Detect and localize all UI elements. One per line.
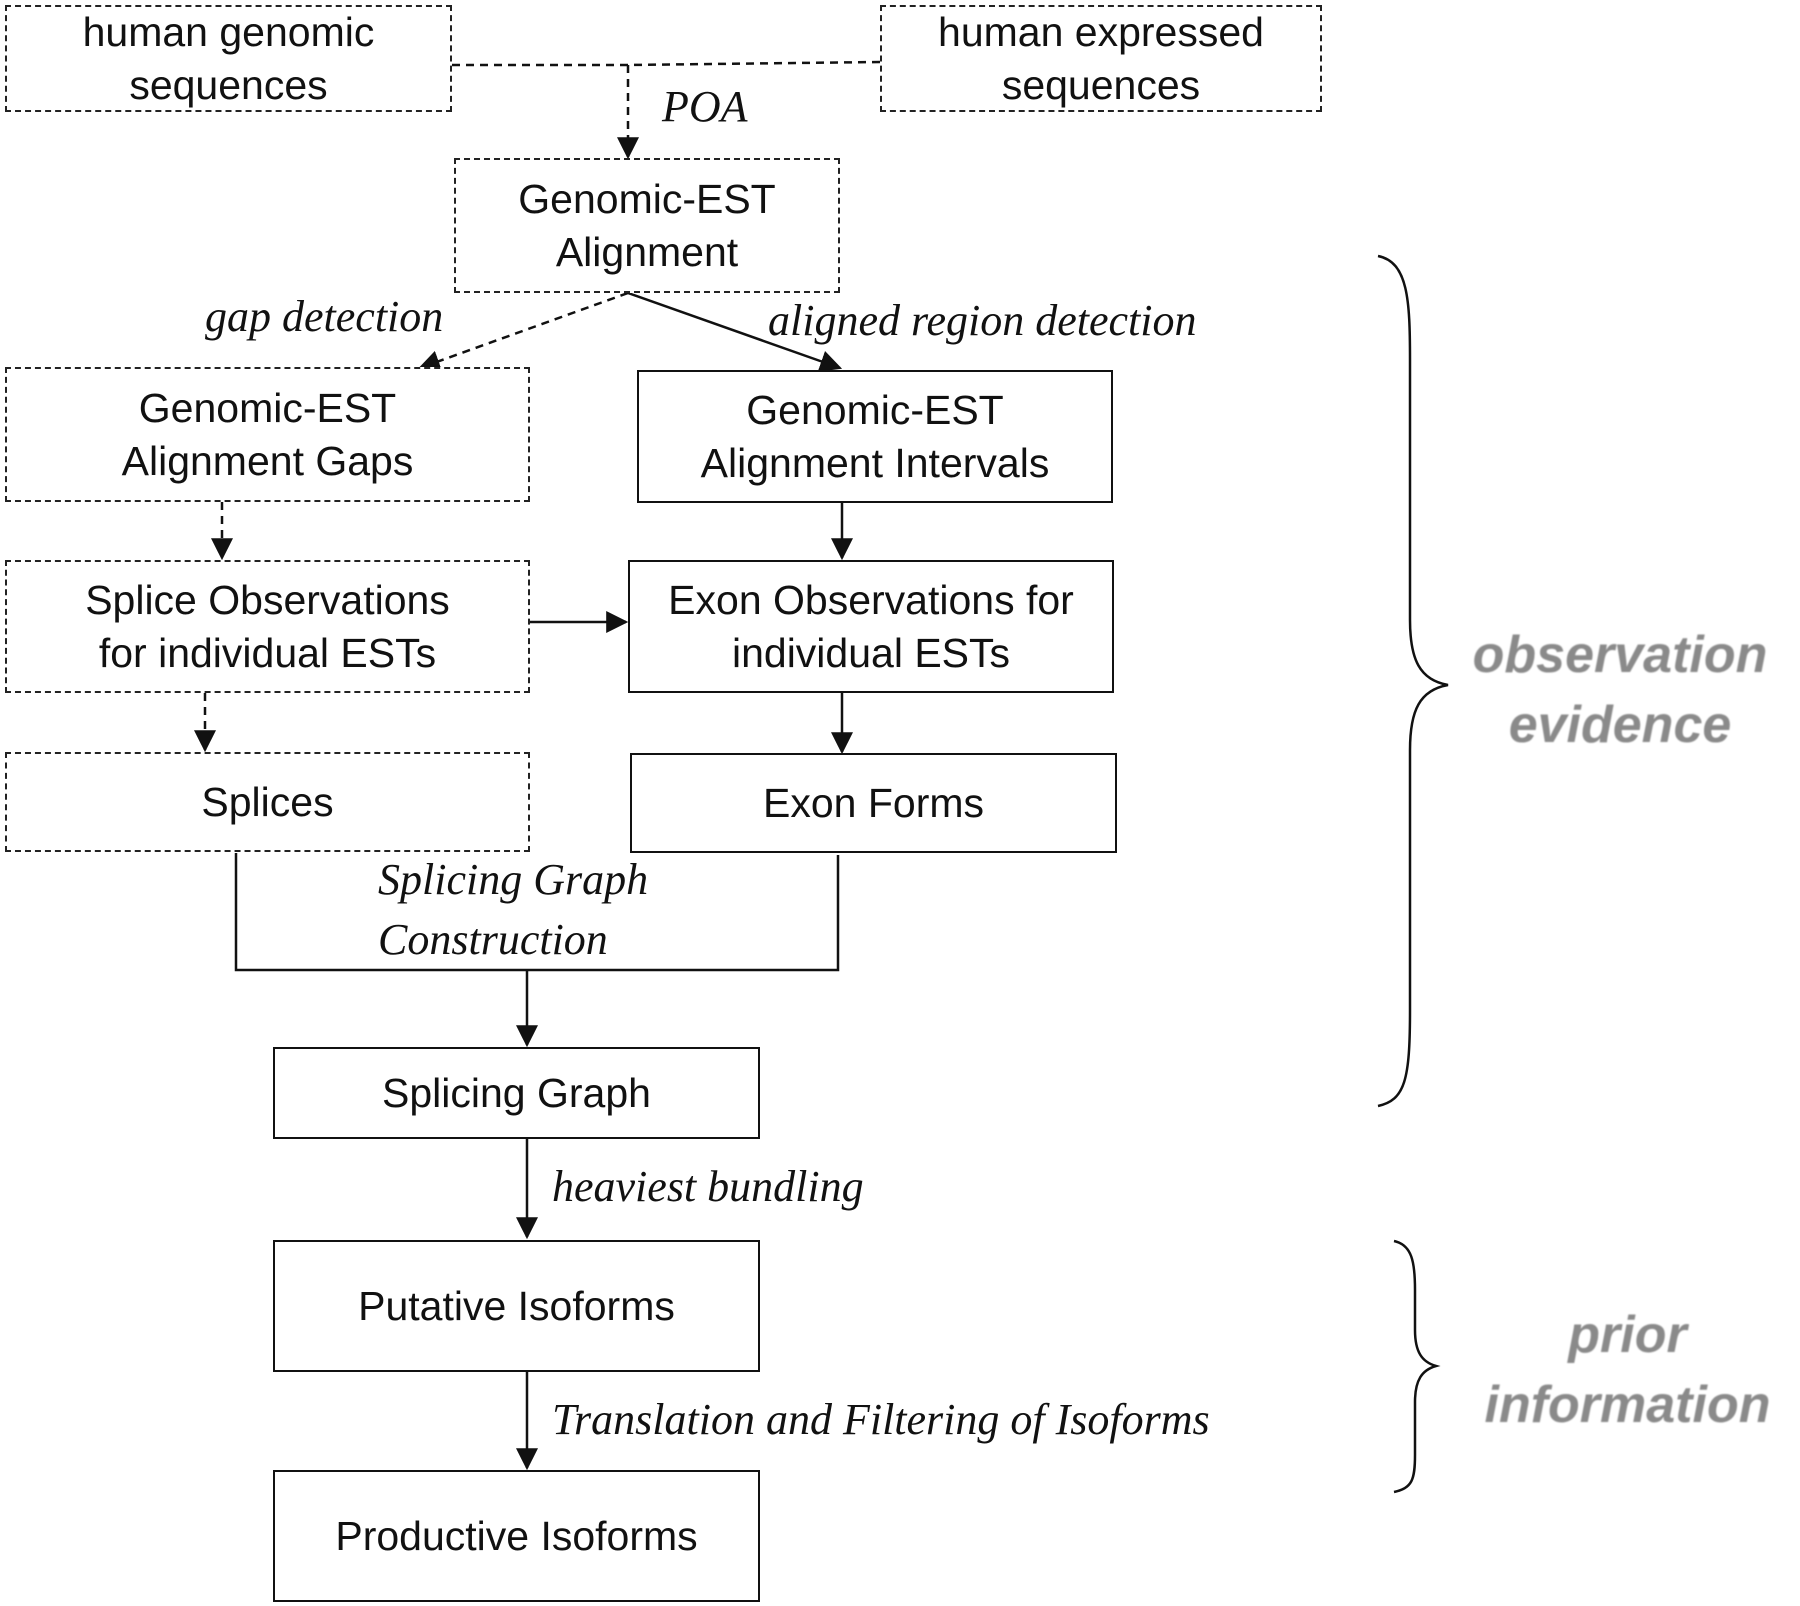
prior-information-label: prior information <box>1455 1300 1800 1440</box>
side-text: evidence <box>1508 696 1732 754</box>
box-text: human genomic <box>82 8 375 55</box>
construction-bracket <box>234 853 840 972</box>
box-text: Splices <box>201 778 334 825</box>
splice-observations-box: Splice Observations for individual ESTs <box>5 560 530 693</box>
side-text: information <box>1484 1376 1771 1434</box>
box-text: Alignment <box>555 228 739 275</box>
putative-isoforms-box: Putative Isoforms <box>273 1240 760 1372</box>
heaviest-bundling-label: heaviest bundling <box>552 1162 864 1211</box>
translation-filtering-label: Translation and Filtering of Isoforms <box>552 1395 1210 1444</box>
aligned-region-detection-label: aligned region detection <box>768 296 1197 345</box>
aligned-region-arrow <box>627 291 843 372</box>
human-expressed-sequences-box: human expressed sequences <box>880 5 1322 112</box>
box-text: Genomic-EST <box>138 384 397 431</box>
box-text: sequences <box>129 61 328 108</box>
alignment-gaps-box: Genomic-EST Alignment Gaps <box>5 367 530 502</box>
box-text: Alignment Intervals <box>700 439 1050 486</box>
poa-label: POA <box>662 82 748 131</box>
box-text: individual ESTs <box>731 629 1011 676</box>
side-text: observation <box>1472 626 1768 684</box>
splicing-graph-box: Splicing Graph <box>273 1047 760 1139</box>
box-text: Splicing Graph <box>382 1069 651 1116</box>
gap-detection-arrow <box>417 291 629 372</box>
alignment-intervals-box: Genomic-EST Alignment Intervals <box>637 370 1113 503</box>
splices-box: Splices <box>5 752 530 852</box>
genomic-est-alignment-box: Genomic-EST Alignment <box>454 158 840 293</box>
box-text: Exon Forms <box>763 779 984 826</box>
construction-label-line2: Construction <box>378 915 608 964</box>
human-genomic-sequences-box: human genomic sequences <box>5 5 452 112</box>
exon-observations-box: Exon Observations for individual ESTs <box>628 560 1114 693</box>
gap-detection-label: gap detection <box>205 292 444 341</box>
observation-evidence-label: observation evidence <box>1440 620 1800 760</box>
construction-label-line1: Splicing Graph <box>378 855 649 904</box>
prior-information-brace <box>1393 1239 1441 1494</box>
exon-forms-box: Exon Forms <box>630 753 1117 853</box>
box-text: Genomic-EST <box>746 386 1004 433</box>
box-text: Alignment Gaps <box>121 437 414 484</box>
side-text: prior <box>1568 1306 1687 1364</box>
box-text: Exon Observations for <box>668 576 1074 623</box>
observation-evidence-brace <box>1377 254 1449 1108</box>
box-text: Splice Observations <box>85 576 450 623</box>
box-text: for individual ESTs <box>98 629 437 676</box>
box-text: sequences <box>1001 61 1201 108</box>
merge-connector <box>452 60 881 67</box>
box-text: Genomic-EST <box>518 175 776 222</box>
box-text: human expressed <box>938 8 1264 55</box>
box-text: Productive Isoforms <box>335 1512 698 1559</box>
box-text: Putative Isoforms <box>358 1282 675 1329</box>
productive-isoforms-box: Productive Isoforms <box>273 1470 760 1602</box>
